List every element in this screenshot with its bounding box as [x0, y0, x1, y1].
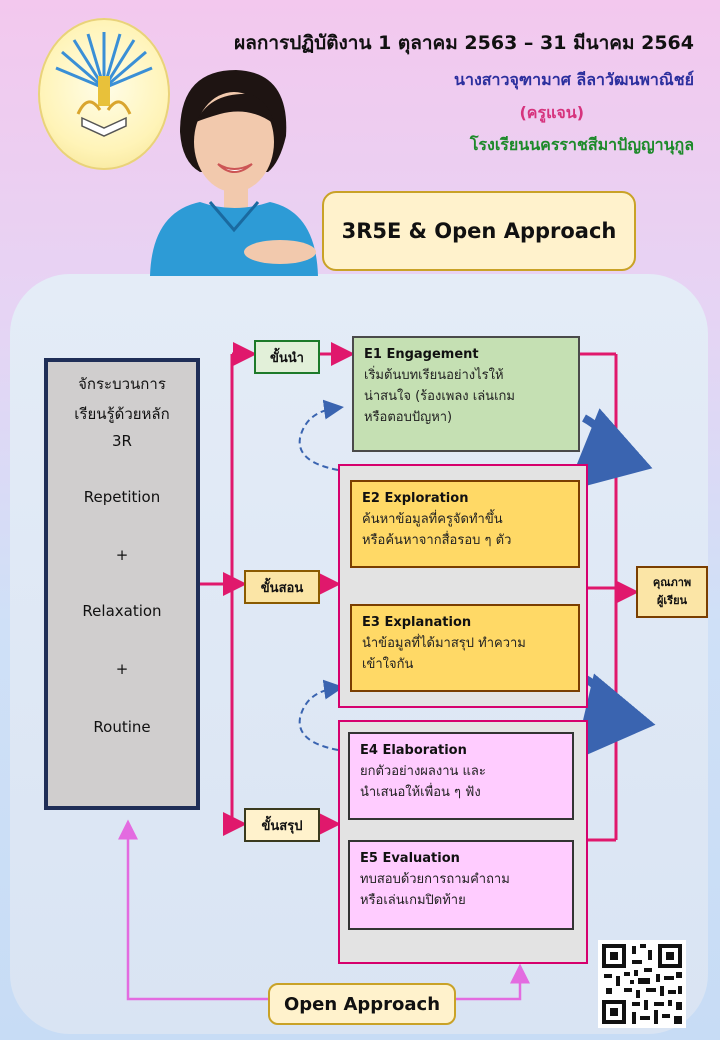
step-desc-line: นำเสนอให้เพื่อน ๆ ฟัง	[360, 785, 481, 800]
open-approach-box: Open Approach	[268, 983, 456, 1025]
teacher-nickname: (ครูแจน)	[519, 103, 584, 122]
stage-teach: ขั้นสอน	[244, 570, 320, 604]
step-e3-explanation: E3 Explanation นำข้อมูลที่ได้มาสรุป ทำคว…	[350, 604, 580, 692]
plus-sign: +	[115, 546, 129, 564]
step-desc-line: เข้าใจกัน	[362, 657, 414, 672]
three-r-box: จักระบวนการ เรียนรู้ด้วยหลัก 3R Repetiti…	[44, 358, 200, 810]
repetition-label: Repetition	[83, 488, 161, 506]
step-desc-line: ค้นหาข้อมูลที่ครูจัดทำขึ้น	[362, 512, 503, 527]
step-desc-line: หรือเล่นเกมปิดท้าย	[360, 893, 466, 908]
step-title: E3 Explanation	[362, 615, 472, 630]
step-desc-line: ยกตัวอย่างผลงาน และ	[360, 764, 486, 779]
step-desc-line: เริ่มต้นบทเรียนอย่างไรให้	[364, 368, 504, 383]
report-title: ผลการปฏิบัติงาน 1 ตุลาคม 2563 – 31 มีนาค…	[234, 32, 694, 54]
step-title: E5 Evaluation	[360, 851, 460, 866]
teacher-photo	[140, 62, 320, 276]
qr-code-icon[interactable]	[598, 940, 686, 1028]
step-title: E1 Engagement	[364, 347, 479, 362]
step-title: E2 Exploration	[362, 491, 469, 506]
three-r-heading-line3: 3R	[112, 432, 132, 450]
step-desc-line: นำข้อมูลที่ได้มาสรุป ทำความ	[362, 636, 526, 651]
three-r-heading-line1: จักระบวนการ	[78, 375, 166, 393]
stage-summary: ขั้นสรุป	[244, 808, 320, 842]
outcome-line: ผู้เรียน	[656, 594, 688, 607]
relaxation-label: Relaxation	[82, 602, 162, 620]
learner-quality-box: คุณภาพ ผู้เรียน	[636, 566, 708, 618]
three-r-heading-line2: เรียนรู้ด้วยหลัก	[74, 405, 170, 423]
step-desc-line: น่าสนใจ (ร้องเพลง เล่นเกม	[364, 389, 515, 404]
school-name: โรงเรียนนครราชสีมาปัญญานุกูล	[469, 135, 694, 154]
step-e2-exploration: E2 Exploration ค้นหาข้อมูลที่ครูจัดทำขึ้…	[350, 480, 580, 568]
step-desc-line: หรือตอบปัญหา)	[364, 410, 453, 425]
step-e5-evaluation: E5 Evaluation ทบสอบด้วยการถามคำถาม หรือเ…	[348, 840, 574, 930]
step-desc-line: ทบสอบด้วยการถามคำถาม	[360, 872, 510, 887]
routine-label: Routine	[93, 718, 151, 736]
teacher-name: นางสาวจุฑามาศ ลีลาวัฒนพาณิชย์	[454, 70, 694, 89]
step-e1-engagement: E1 Engagement เริ่มต้นบทเรียนอย่างไรให้ …	[352, 336, 580, 452]
plus-sign: +	[115, 660, 129, 678]
school-logo-icon	[38, 18, 170, 170]
step-title: E4 Elaboration	[360, 743, 467, 758]
stage-intro: ขั้นนำ	[254, 340, 320, 374]
step-desc-line: หรือค้นหาจากสื่อรอบ ๆ ตัว	[362, 533, 512, 548]
method-title-box: 3R5E & Open Approach	[322, 191, 636, 271]
outcome-line: คุณภาพ	[652, 576, 692, 589]
step-e4-elaboration: E4 Elaboration ยกตัวอย่างผลงาน และ นำเสน…	[348, 732, 574, 820]
